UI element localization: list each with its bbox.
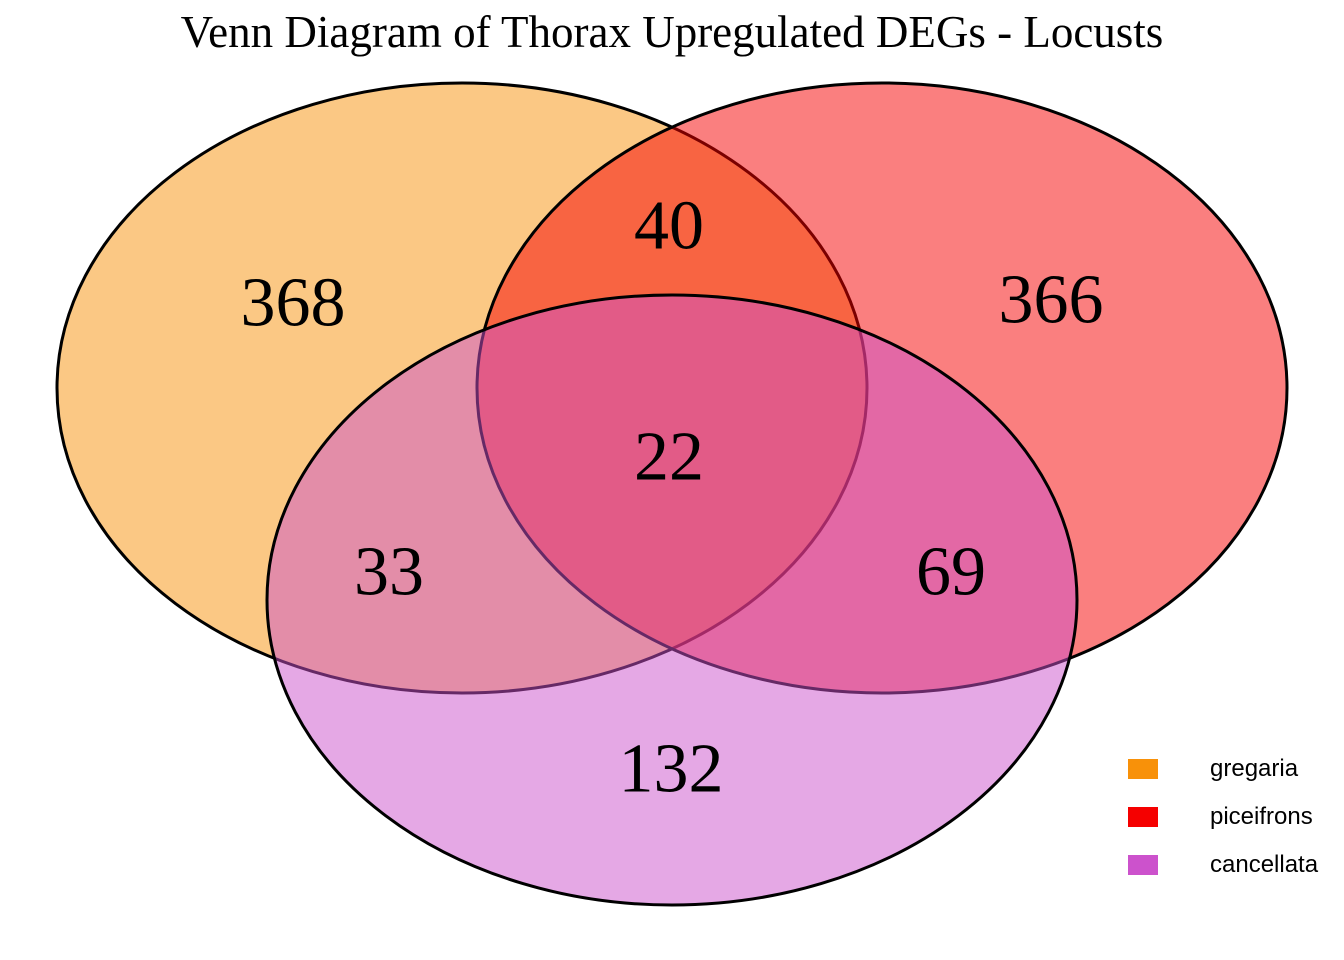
count-all-three: 22: [634, 419, 704, 496]
chart-title: Venn Diagram of Thorax Upregulated DEGs …: [180, 7, 1164, 57]
count-piceifrons-cancellata: 69: [916, 534, 986, 611]
legend: gregaria piceifrons cancellata: [1128, 745, 1318, 889]
count-gregaria-cancellata: 33: [354, 534, 424, 611]
legend-item-cancellata: cancellata: [1128, 841, 1318, 889]
gregaria-color-swatch: [1128, 759, 1158, 779]
legend-label-piceifrons: piceifrons: [1210, 803, 1313, 830]
count-piceifrons-only: 366: [999, 262, 1104, 339]
legend-label-cancellata: cancellata: [1210, 851, 1319, 878]
piceifrons-color-swatch: [1128, 807, 1158, 827]
cancellata-circle: [265, 293, 1079, 907]
legend-label-gregaria: gregaria: [1210, 755, 1299, 782]
count-cancellata-only: 132: [619, 731, 724, 808]
cancellata-color-swatch: [1128, 855, 1158, 875]
count-gregaria-piceifrons: 40: [634, 188, 704, 265]
legend-item-piceifrons: piceifrons: [1128, 793, 1318, 841]
count-gregaria-only: 368: [241, 265, 346, 342]
legend-item-gregaria: gregaria: [1128, 745, 1318, 793]
